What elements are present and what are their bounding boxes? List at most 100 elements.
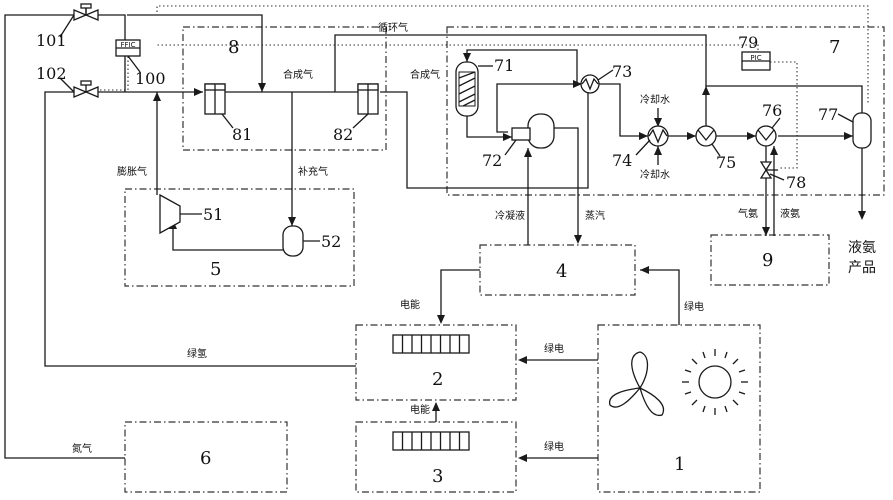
leader-74 bbox=[635, 139, 651, 156]
arrow-condensate bbox=[524, 148, 532, 157]
reactor-71 bbox=[455, 61, 479, 117]
expansion-gas-label: 膨胀气 bbox=[117, 165, 147, 178]
boiler-72 bbox=[511, 113, 555, 149]
svg-text:FFIC: FFIC bbox=[120, 41, 135, 49]
syngas-to-unit7-line bbox=[380, 83, 589, 189]
green-power-line-1-4 bbox=[640, 269, 680, 325]
component-81-label: 81 bbox=[232, 125, 252, 144]
valve-78 bbox=[759, 161, 778, 179]
condensate-label: 冷凝液 bbox=[495, 209, 525, 222]
unit-7-label: 7 bbox=[829, 37, 840, 58]
leader-101 bbox=[59, 14, 75, 38]
battery-pack-2 bbox=[392, 334, 470, 354]
arrow-to-cooler bbox=[639, 132, 648, 140]
syngas-label-2: 合成气 bbox=[410, 68, 440, 81]
sun-icon bbox=[682, 349, 748, 415]
control-signal-line-valve78 bbox=[770, 61, 798, 169]
green-power-label-3: 绿电 bbox=[544, 440, 564, 453]
product-label-line2: 产品 bbox=[848, 260, 876, 276]
component-102-label: 102 bbox=[36, 64, 67, 83]
nitrogen-line bbox=[4, 14, 125, 459]
unit-6-label: 6 bbox=[200, 448, 211, 469]
wind-turbine-icon bbox=[609, 351, 665, 417]
unit-2-label: 2 bbox=[432, 369, 443, 390]
arrow-expansion-gas bbox=[153, 92, 161, 101]
syngas-label-1: 合成气 bbox=[283, 68, 313, 81]
expander-51 bbox=[159, 193, 181, 235]
component-76-label: 76 bbox=[762, 101, 782, 120]
arrow-green-power-1-4 bbox=[640, 266, 649, 274]
arrow-to-boiler bbox=[503, 133, 512, 141]
gas-ammonia-label: 气氨 bbox=[738, 207, 758, 220]
battery-pack-3 bbox=[392, 431, 470, 451]
leader-75 bbox=[711, 143, 721, 157]
recycle-from-separator-line bbox=[705, 85, 863, 128]
component-77-label: 77 bbox=[818, 105, 838, 124]
makeup-gas-label: 补充气 bbox=[298, 165, 328, 178]
power-line-4-2 bbox=[440, 269, 480, 322]
compressor-81 bbox=[204, 83, 226, 115]
arrow-power-4-2 bbox=[437, 315, 445, 324]
component-52-label: 52 bbox=[321, 232, 341, 251]
arrow-green-power-1-3 bbox=[518, 454, 527, 462]
component-82-label: 82 bbox=[333, 125, 353, 144]
arrow-to-77 bbox=[844, 132, 853, 140]
leader-78 bbox=[769, 173, 785, 181]
arrow-product bbox=[858, 211, 866, 220]
component-74-label: 74 bbox=[612, 151, 632, 170]
component-71-label: 71 bbox=[494, 56, 514, 75]
green-power-label-2: 绿电 bbox=[544, 342, 564, 355]
nitrogen-branch-line bbox=[92, 14, 126, 92]
unit-8-label: 8 bbox=[228, 37, 239, 58]
reactor-to-boiler-line bbox=[466, 116, 512, 138]
component-72-label: 72 bbox=[482, 151, 502, 170]
tank-to-expander-line bbox=[172, 220, 285, 251]
leader-102 bbox=[59, 77, 75, 93]
electric-power-label-2: 电能 bbox=[410, 403, 430, 416]
arrow-to-reactor bbox=[463, 53, 471, 62]
unit-2-boundary bbox=[355, 324, 517, 401]
green-hydrogen-line bbox=[44, 91, 356, 367]
leader-72 bbox=[504, 139, 517, 156]
arrow-makeup-gas bbox=[288, 217, 296, 226]
ffic-instrument-100: FFIC bbox=[115, 39, 141, 57]
arrow-cooling-in bbox=[654, 118, 662, 127]
arrow-liquid-ammonia bbox=[762, 227, 770, 236]
top-bypass-line bbox=[127, 14, 263, 92]
boiler-to-exchanger-line bbox=[496, 83, 582, 133]
pic-instrument-79: PIC bbox=[741, 51, 771, 71]
liquid-ammonia-label: 液氨 bbox=[780, 207, 800, 220]
steam-label: 蒸汽 bbox=[585, 209, 605, 222]
tank-52 bbox=[282, 225, 304, 257]
component-78-label: 78 bbox=[786, 173, 806, 192]
recycle-gas-label: 循环气 bbox=[378, 21, 408, 34]
unit-3-label: 3 bbox=[432, 466, 443, 487]
unit-1-boundary bbox=[597, 324, 761, 493]
control-signal-line-pic bbox=[157, 44, 759, 62]
arrow-cooling-out bbox=[654, 146, 662, 155]
exchanger-75 bbox=[695, 125, 717, 147]
control-signal-line-ffic bbox=[92, 56, 129, 91]
arrow-green-power-1-2 bbox=[518, 356, 527, 364]
arrow-to-75 bbox=[687, 132, 696, 140]
recycle-gas-line bbox=[334, 34, 707, 92]
arrow-to-exchanger bbox=[573, 80, 582, 88]
valve-102 bbox=[73, 80, 99, 98]
unit-9-boundary bbox=[710, 234, 830, 286]
component-100-label: 100 bbox=[135, 69, 166, 88]
component-79-label: 79 bbox=[738, 33, 758, 52]
leader-76 bbox=[771, 117, 781, 129]
arrow-to-76 bbox=[747, 132, 756, 140]
unit-9-label: 9 bbox=[762, 250, 773, 271]
line-73-74 bbox=[598, 83, 648, 137]
valve-101 bbox=[73, 3, 99, 21]
leader-73 bbox=[597, 69, 614, 81]
leader-100 bbox=[127, 55, 141, 73]
unit-5-label: 5 bbox=[210, 259, 221, 280]
green-power-label-1: 绿电 bbox=[684, 300, 704, 313]
arrow-top-bypass bbox=[258, 83, 266, 92]
electric-power-label-1: 电能 bbox=[400, 298, 420, 311]
arrow-gas-ammonia bbox=[770, 146, 778, 155]
product-label-line1: 液氨 bbox=[848, 240, 876, 256]
